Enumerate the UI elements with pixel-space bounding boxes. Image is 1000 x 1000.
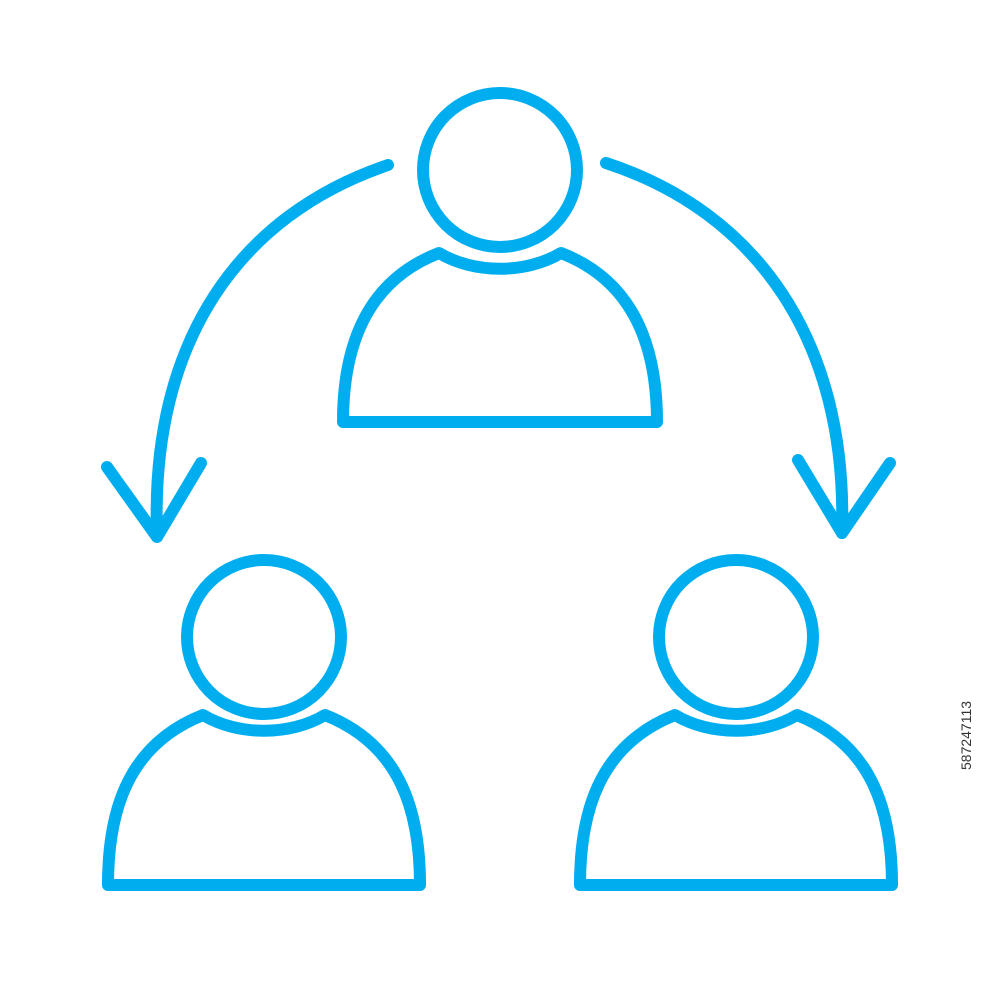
stock-image-id: 587247113: [958, 700, 974, 770]
user-icon-right: [574, 554, 898, 891]
user-body-left: [102, 709, 426, 891]
arrow-left-head: [101, 457, 207, 543]
user-body-top: [337, 247, 663, 428]
user-icon-left: [102, 554, 426, 891]
arrow-left-arc: [150, 159, 394, 541]
arrow-curved-left-icon: [101, 159, 394, 543]
arrow-curved-right-icon: [600, 157, 896, 539]
user-head-top: [417, 87, 583, 253]
arrow-right-head: [792, 454, 896, 539]
user-head-right: [653, 554, 819, 720]
user-body-right: [574, 709, 898, 891]
user-icon-top: [337, 87, 663, 428]
arrow-right-arc: [600, 157, 849, 539]
user-head-left: [181, 554, 347, 720]
